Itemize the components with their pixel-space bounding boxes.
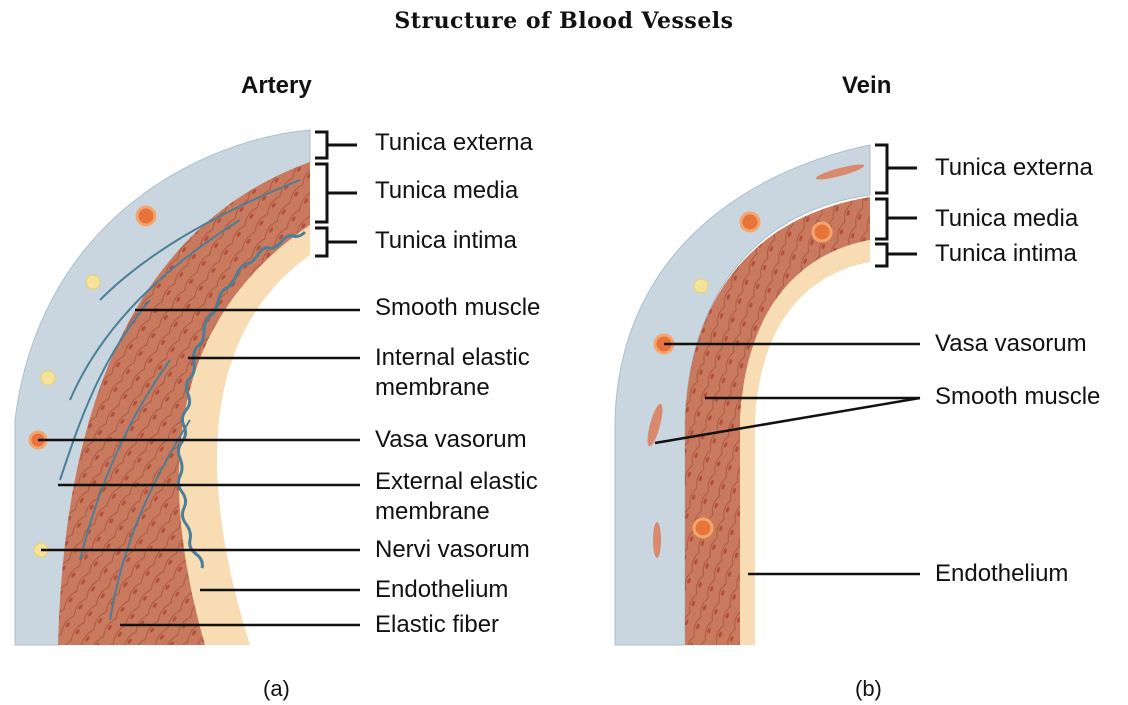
artery-label-tunica-media: Tunica media — [375, 176, 518, 206]
vein-label-vasa-vasorum: Vasa vasorum — [935, 329, 1087, 359]
artery-label-external-elastic-2: membrane — [375, 497, 490, 527]
vein-vasa-vasorum-1 — [741, 213, 759, 231]
artery-vasa-vasorum-1 — [137, 207, 155, 225]
artery-label-vasa-vasorum: Vasa vasorum — [375, 425, 527, 455]
vein-label-tunica-media: Tunica media — [935, 204, 1078, 234]
artery-caption: (a) — [263, 676, 290, 702]
vein-nervi-vasorum — [694, 279, 708, 293]
artery-nervi-vasorum-1 — [86, 275, 100, 289]
artery-label-endothelium: Endothelium — [375, 575, 508, 605]
vein-caption: (b) — [855, 676, 882, 702]
artery-label-nervi-vasorum: Nervi vasorum — [375, 535, 530, 565]
artery-label-internal-elastic-2: membrane — [375, 373, 490, 403]
artery-label-internal-elastic-1: Internal elastic — [375, 343, 530, 373]
vein-label-tunica-intima: Tunica intima — [935, 239, 1077, 269]
vein-vasa-vasorum-4 — [694, 519, 712, 537]
artery-label-tunica-intima: Tunica intima — [375, 226, 517, 256]
artery-label-elastic-fiber: Elastic fiber — [375, 610, 499, 640]
artery-illustration — [15, 130, 360, 645]
artery-layer-brackets — [315, 132, 357, 256]
artery-nervi-vasorum-2 — [41, 371, 55, 385]
artery-label-smooth-muscle: Smooth muscle — [375, 293, 540, 323]
vein-label-smooth-muscle: Smooth muscle — [935, 382, 1100, 412]
vein-label-tunica-externa: Tunica externa — [935, 153, 1093, 183]
artery-label-tunica-externa: Tunica externa — [375, 128, 533, 158]
vein-externa-muscle-2 — [653, 522, 661, 558]
vein-illustration — [615, 145, 920, 645]
vein-label-endothelium: Endothelium — [935, 559, 1068, 589]
artery-label-external-elastic-1: External elastic — [375, 467, 538, 497]
vein-vasa-vasorum-2 — [813, 223, 831, 241]
vein-layer-brackets — [875, 145, 917, 266]
